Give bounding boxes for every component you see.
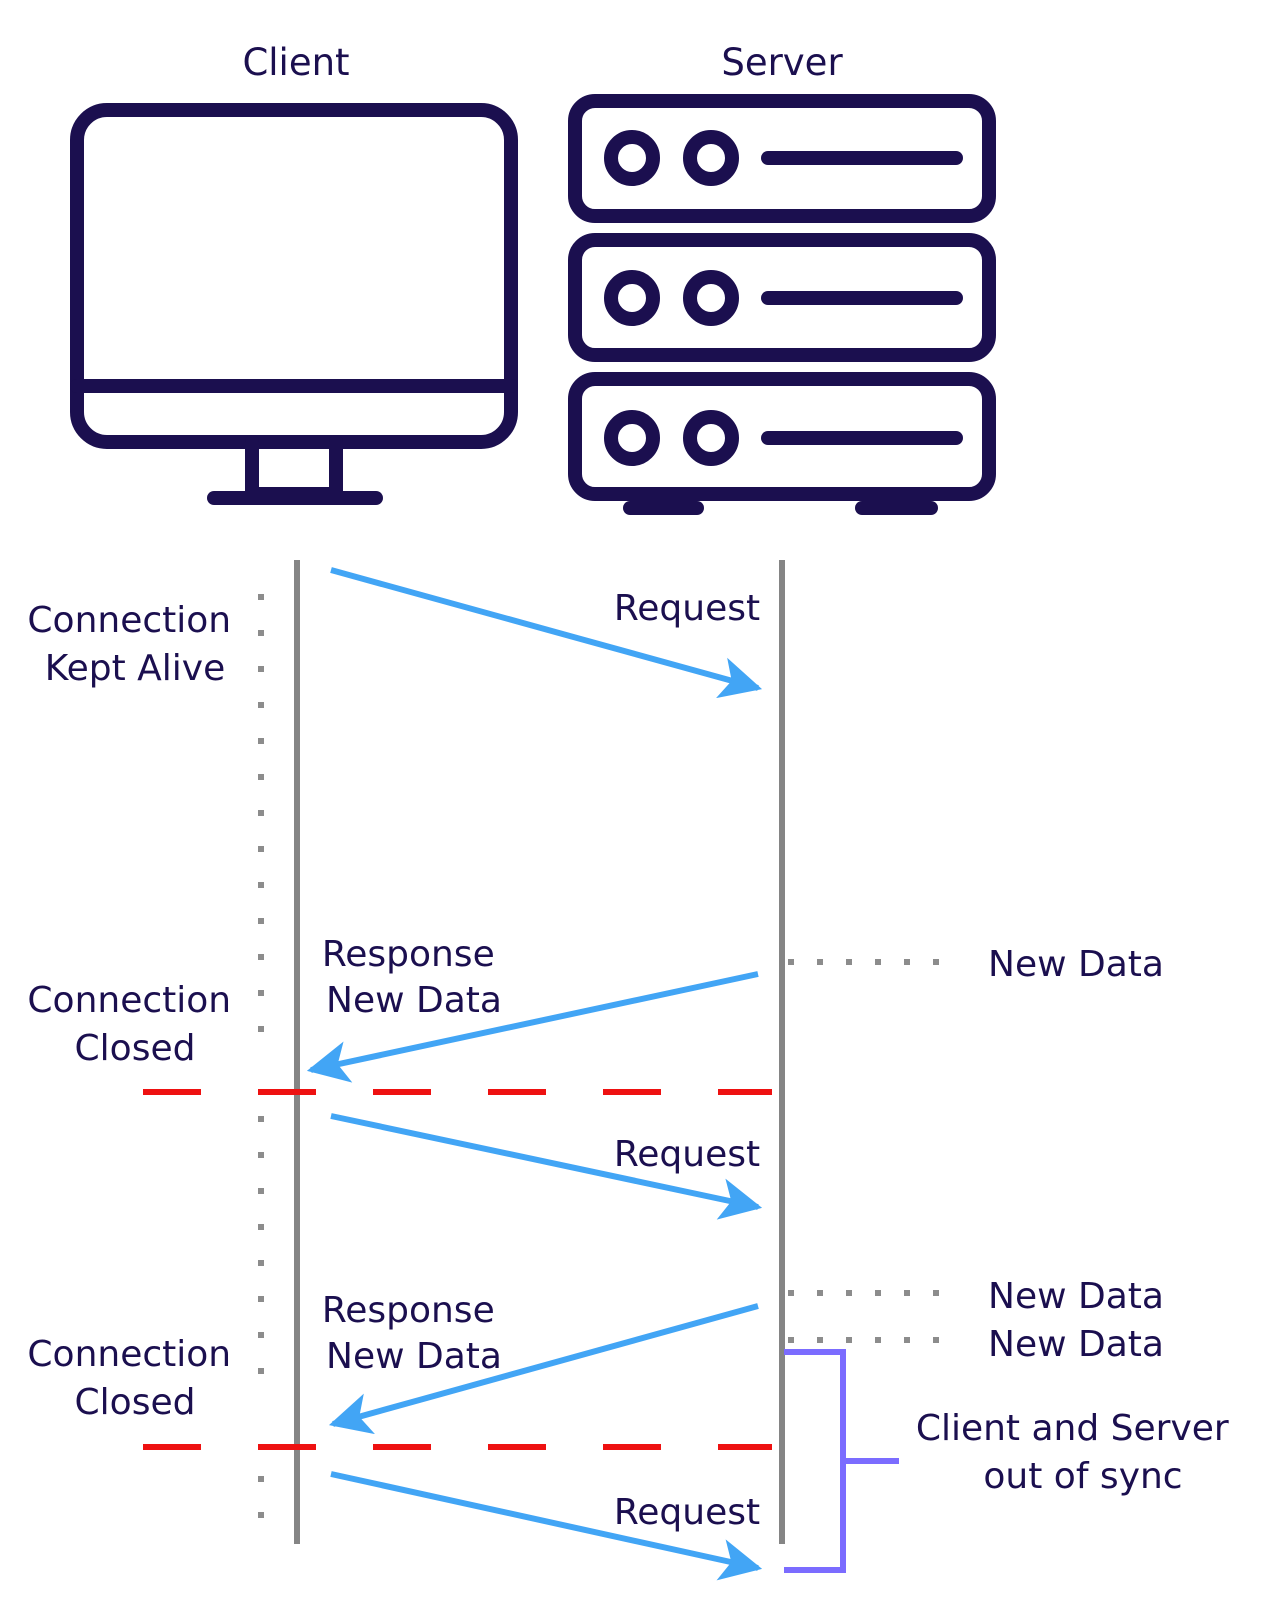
response-label-2-line1: Response [322, 1290, 495, 1331]
kept-alive-line1: Connection [27, 600, 231, 641]
connection-closed-note-2: Connection Closed [27, 1334, 242, 1423]
out-of-sync-line2: out of sync [983, 1456, 1182, 1497]
request-arrow-3 [330, 1471, 763, 1581]
closed-2-line1: Connection [27, 1334, 231, 1375]
kept-alive-line2: Kept Alive [45, 648, 225, 689]
connection-closed-note-1: Connection Closed [27, 980, 242, 1069]
server-rack-icon [568, 94, 996, 515]
desktop-monitor-icon [70, 103, 518, 505]
response-label-2: Response New Data [322, 1290, 506, 1377]
response-arrow-1 [306, 971, 759, 1083]
request-label-3: Request [614, 1492, 760, 1533]
message-arrows [306, 567, 763, 1581]
request-label-2: Request [614, 1134, 760, 1175]
client-label: Client [242, 41, 349, 84]
new-data-label-2: New Data [988, 1276, 1164, 1317]
response-label-1: Response New Data [322, 934, 506, 1021]
out-of-sync-line1: Client and Server [916, 1408, 1229, 1449]
request-arrow-2 [330, 1113, 763, 1220]
response-arrow-2 [328, 1303, 759, 1435]
connection-kept-alive-note: Connection Kept Alive [27, 600, 242, 689]
closed-1-line2: Closed [75, 1028, 196, 1069]
response-label-1-line1: Response [322, 934, 495, 975]
request-label-1: Request [614, 588, 760, 629]
new-data-label-3: New Data [988, 1324, 1164, 1365]
request-arrow-1 [330, 567, 763, 699]
server-event-dotted-lines [788, 959, 958, 1343]
closed-2-line2: Closed [75, 1382, 196, 1423]
out-of-sync-bracket [784, 1349, 899, 1573]
server-label: Server [721, 41, 843, 84]
response-label-1-line2: New Data [326, 980, 502, 1021]
response-label-2-line2: New Data [326, 1336, 502, 1377]
closed-1-line1: Connection [27, 980, 231, 1021]
new-data-label-1: New Data [988, 944, 1164, 985]
out-of-sync-note: Client and Server out of sync [916, 1408, 1240, 1497]
